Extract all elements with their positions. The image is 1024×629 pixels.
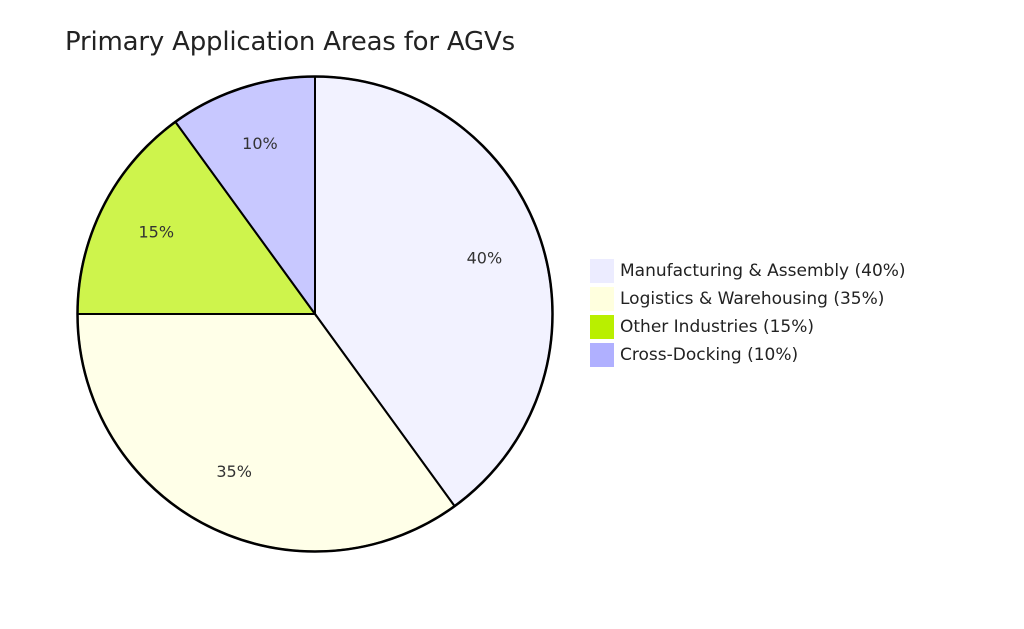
legend-item: Manufacturing & Assembly (40%) <box>590 257 906 285</box>
legend-swatch <box>590 259 614 283</box>
pie-slice-labels: 40% 35% 15% 10% <box>139 134 503 481</box>
legend-swatch <box>590 287 614 311</box>
legend-item: Other Industries (15%) <box>590 313 906 341</box>
chart-title: Primary Application Areas for AGVs <box>65 27 515 57</box>
legend-item: Cross-Docking (10%) <box>590 341 906 369</box>
slice-label: 10% <box>242 134 278 153</box>
slice-label: 15% <box>139 223 175 242</box>
pie-slices <box>76 75 554 553</box>
legend-label: Other Industries (15%) <box>620 317 815 337</box>
legend-swatch <box>590 315 614 339</box>
slice-label: 40% <box>467 248 503 267</box>
legend-label: Manufacturing & Assembly (40%) <box>620 261 906 281</box>
slice-label: 35% <box>216 462 252 481</box>
legend-label: Logistics & Warehousing (35%) <box>620 289 885 309</box>
legend-item: Logistics & Warehousing (35%) <box>590 285 906 313</box>
legend: Manufacturing & Assembly (40%) Logistics… <box>590 257 906 369</box>
legend-swatch <box>590 343 614 367</box>
pie-outline <box>76 75 554 553</box>
legend-label: Cross-Docking (10%) <box>620 345 799 365</box>
